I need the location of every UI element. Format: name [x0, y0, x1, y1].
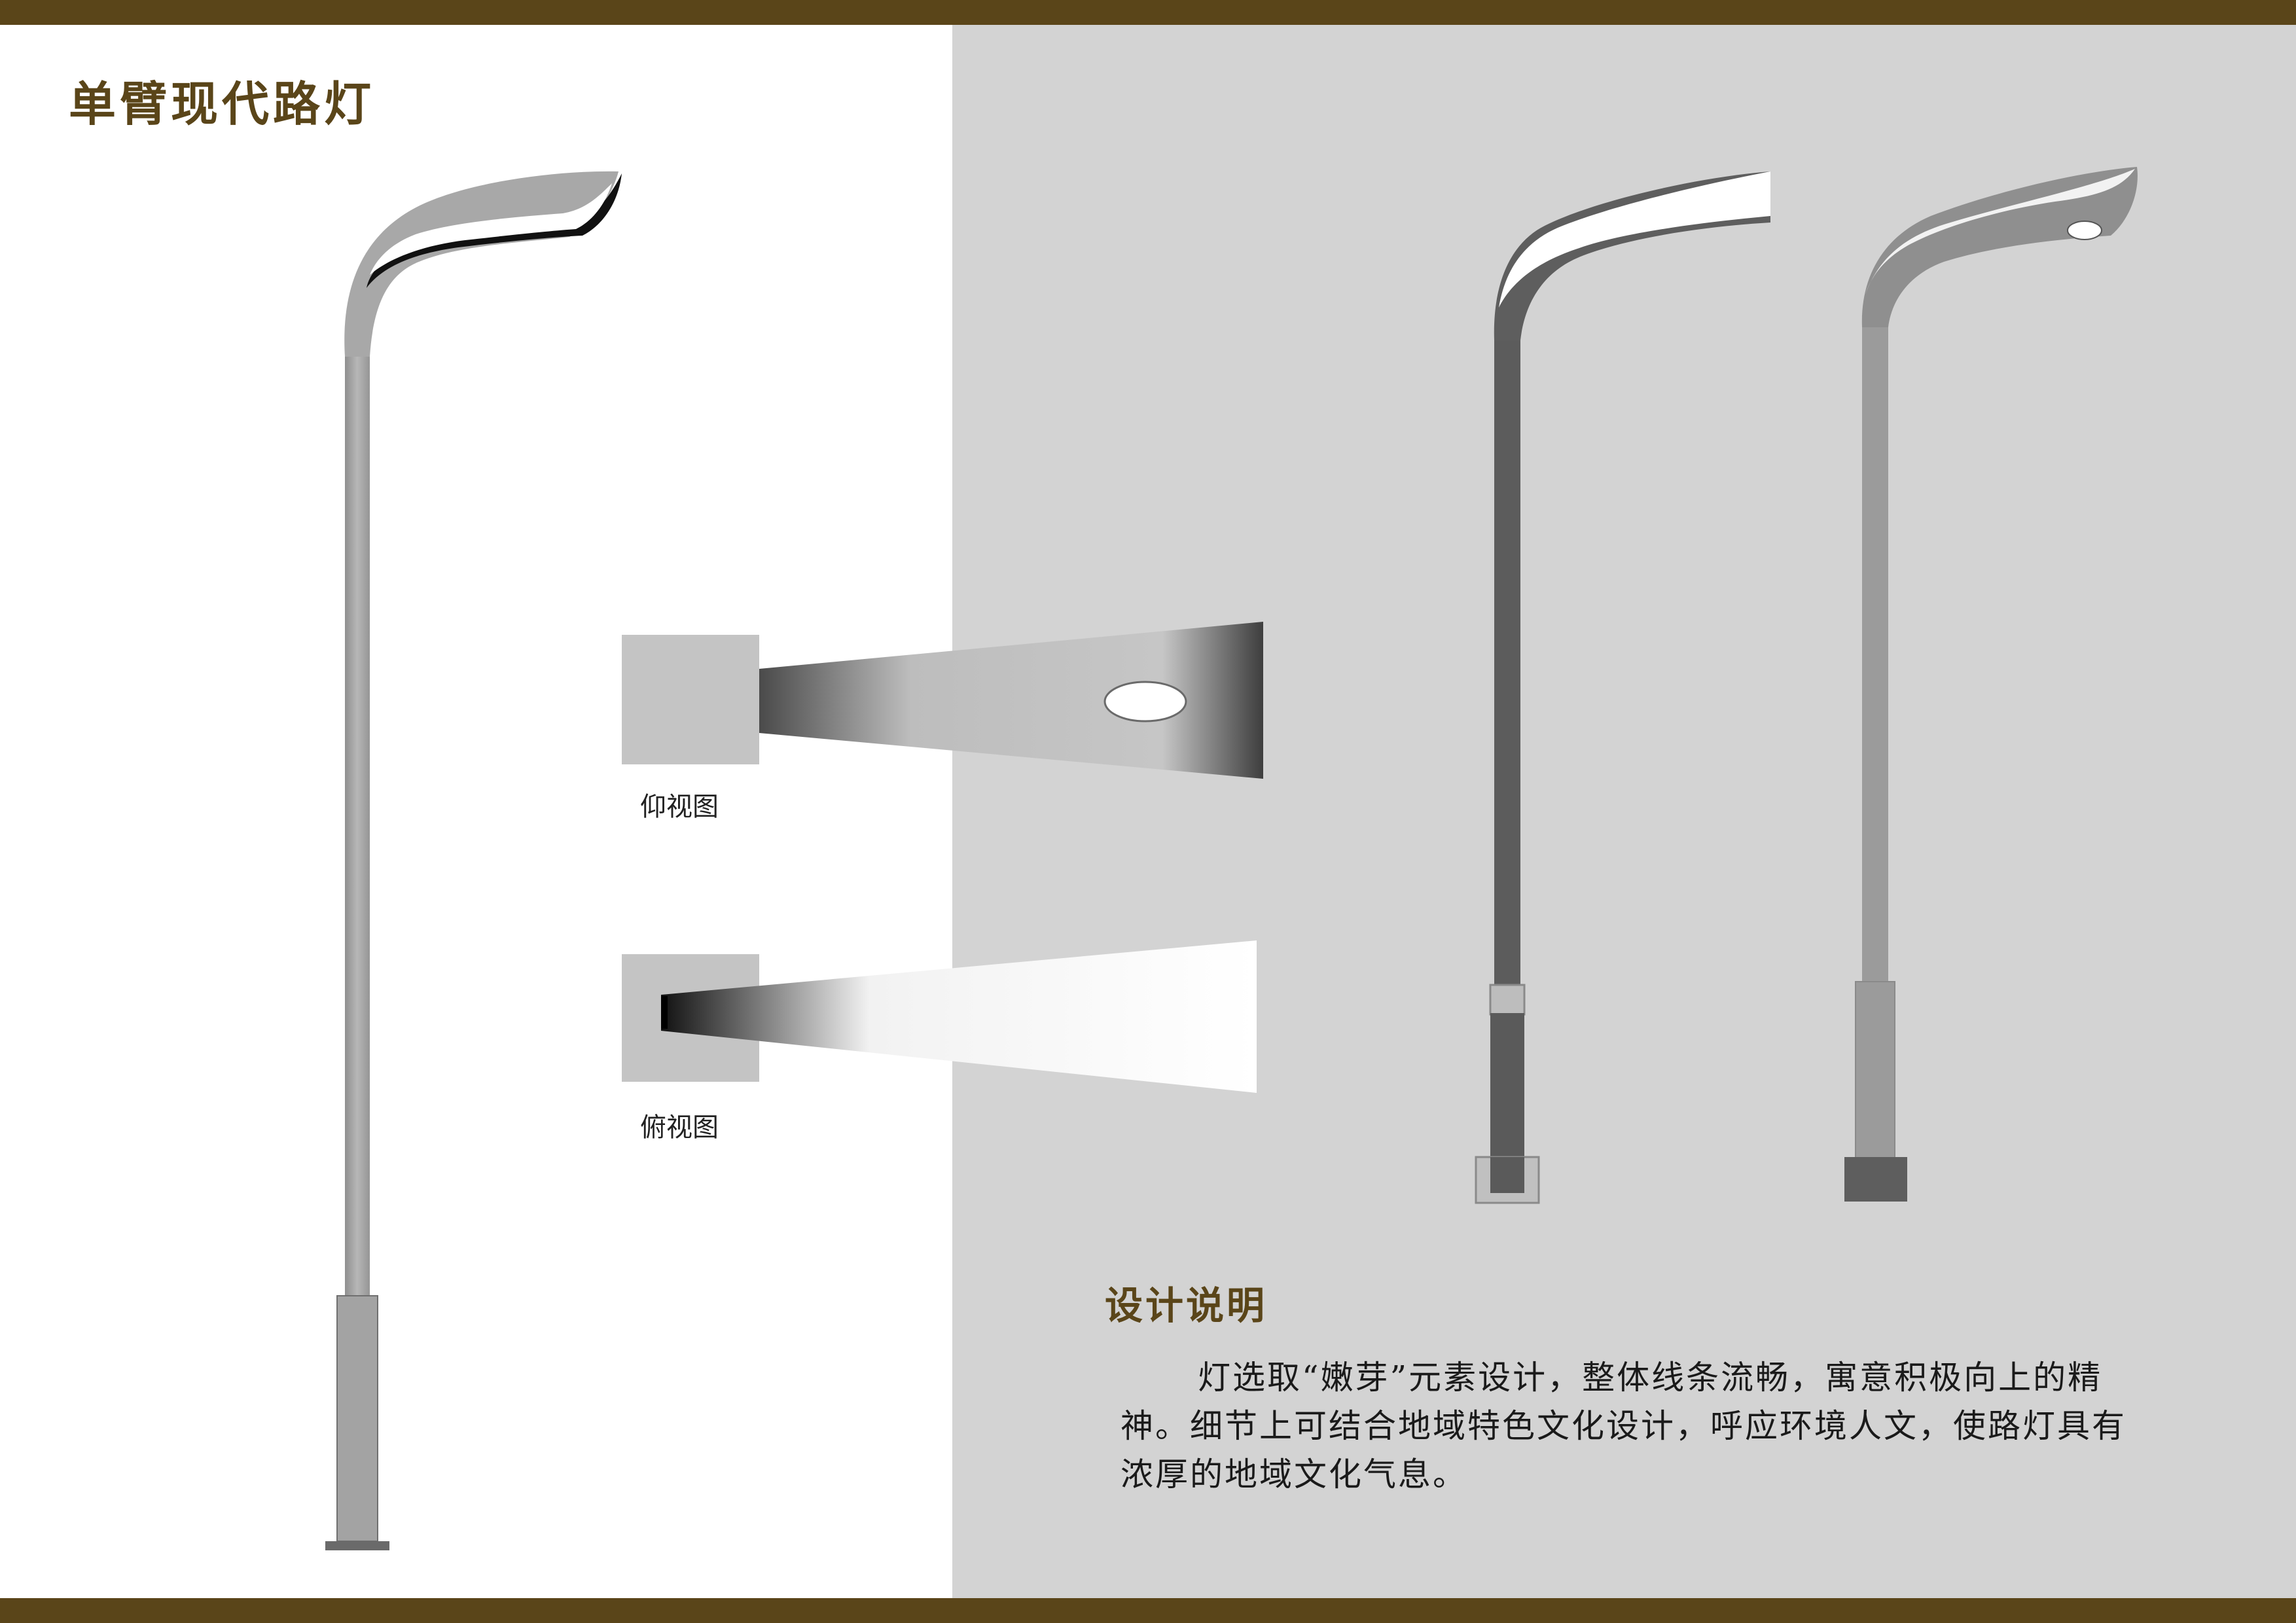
page-title: 单臂现代路灯 — [69, 76, 376, 132]
bottom-view-diagram — [622, 622, 1263, 779]
gray-street-lamp — [1844, 167, 2138, 1202]
gray-lamp-light-opening — [2067, 221, 2102, 240]
bottom-frame-bar — [0, 1598, 2296, 1623]
dark-lamp-head-top — [1499, 171, 1770, 308]
bottom-view-pole-square — [622, 635, 759, 764]
dark-lamp-collar — [1489, 984, 1526, 1016]
main-lamp-foot — [325, 1541, 389, 1550]
main-street-lamp — [325, 171, 622, 1550]
top-frame-bar — [0, 0, 2296, 25]
main-lamp-pole — [345, 353, 370, 1296]
right-gray-panel — [952, 25, 2296, 1598]
top-view-label: 俯视图 — [640, 1113, 719, 1143]
top-view-diagram — [622, 940, 1257, 1093]
dark-lamp-base-sleeve — [1490, 1013, 1524, 1162]
main-lamp-base-sleeve — [336, 1295, 378, 1542]
description-heading: 设计说明 — [1105, 1283, 1268, 1328]
gray-lamp-head-rim — [1865, 169, 2135, 294]
dark-lamp-pole — [1494, 340, 1520, 995]
gray-lamp-base-sleeve — [1855, 981, 1895, 1160]
top-view-arm — [661, 940, 1257, 1093]
description-body: 灯选取“嫩芽”元素设计，整体线条流畅，寓意积极向上的精神。细节上可结合地域特色文… — [1121, 1359, 2126, 1493]
dark-lamp-foot-inner — [1490, 1157, 1524, 1193]
bottom-view-label: 仰视图 — [640, 792, 719, 822]
bottom-view-light-opening — [1103, 681, 1187, 722]
gray-lamp-pole — [1862, 327, 1888, 982]
gray-lamp-arm — [1861, 167, 2138, 327]
gray-lamp-foot — [1844, 1157, 1907, 1202]
main-lamp-head-highlight — [370, 183, 612, 275]
bottom-view-arm — [759, 622, 1263, 779]
dark-street-lamp — [1475, 171, 1770, 1204]
top-view-slot — [661, 996, 668, 1029]
